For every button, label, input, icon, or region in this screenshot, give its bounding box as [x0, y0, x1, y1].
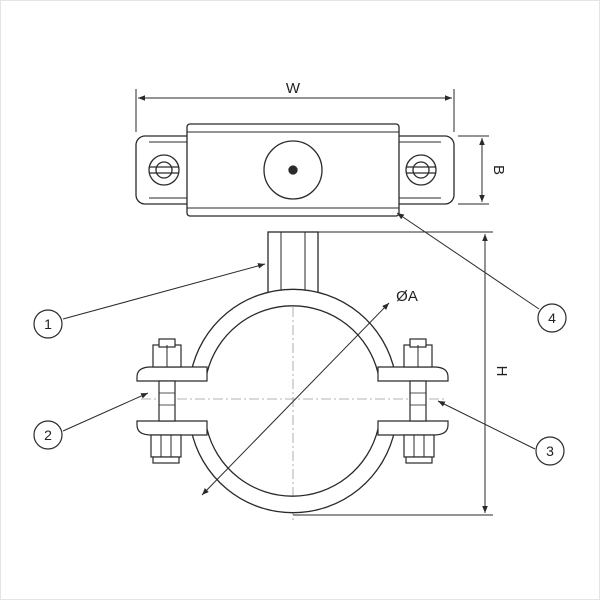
left-bolt-assembly — [136, 338, 208, 464]
top-view — [135, 123, 455, 217]
callout-1: 1 — [33, 309, 63, 339]
callout-4-number: 4 — [548, 310, 556, 326]
callout-2-number: 2 — [44, 427, 52, 443]
callout-1-number: 1 — [44, 316, 52, 332]
callout-2: 2 — [33, 420, 63, 450]
top-view-left-screw — [148, 154, 180, 186]
diameter-label: ØA — [396, 288, 418, 305]
callout-3: 3 — [535, 436, 565, 466]
center-lines — [141, 271, 446, 521]
diameter-leader — [201, 302, 390, 496]
right-bolt-assembly — [377, 338, 449, 464]
top-view-right-screw — [405, 154, 437, 186]
top-view-center-hole — [288, 165, 298, 175]
depth-label: B — [490, 165, 507, 175]
width-dimension — [135, 89, 455, 132]
height-label: H — [493, 366, 510, 377]
callout-3-number: 3 — [546, 443, 554, 459]
callout-4: 4 — [537, 303, 567, 333]
width-label: W — [286, 80, 301, 97]
height-dimension — [293, 231, 493, 516]
callout-leaders — [62, 212, 540, 450]
top-nut — [267, 231, 319, 297]
depth-dimension — [458, 135, 489, 205]
